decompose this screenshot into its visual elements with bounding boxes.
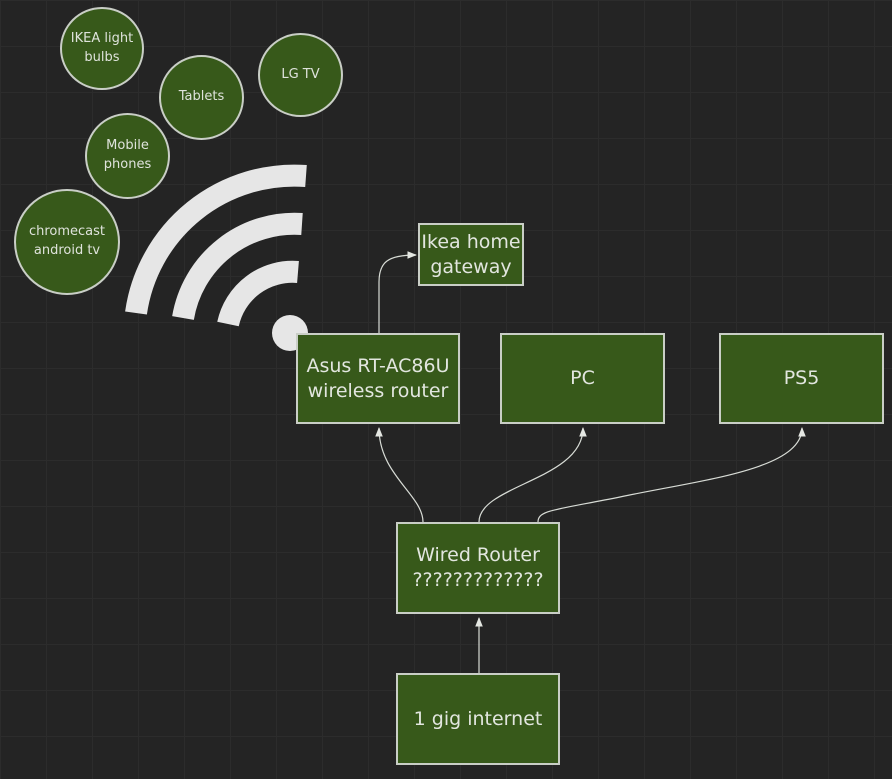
chromecast-android-tv-node[interactable]: chromecast android tv bbox=[14, 189, 120, 295]
link-wired-router-to-asus bbox=[375, 427, 424, 523]
link-wired-router-to-pc bbox=[478, 427, 587, 523]
ps5-node[interactable]: PS5 bbox=[719, 333, 884, 424]
ikea-light-bulbs-node[interactable]: IKEA light bulbs bbox=[60, 7, 144, 90]
wired-router-node[interactable]: Wired Router ????????????? bbox=[396, 522, 560, 614]
link-asus-to-ikea-gateway bbox=[378, 251, 417, 333]
ikea-home-gateway-node[interactable]: Ikea home gateway bbox=[418, 223, 524, 286]
asus-router-node[interactable]: Asus RT-AC86U wireless router bbox=[296, 333, 460, 424]
mobile-phones-node[interactable]: Mobile phones bbox=[85, 113, 170, 199]
tablets-node[interactable]: Tablets bbox=[159, 55, 244, 140]
internet-node[interactable]: 1 gig internet bbox=[396, 673, 560, 765]
link-wired-router-to-ps5 bbox=[537, 427, 806, 523]
pc-node[interactable]: PC bbox=[500, 333, 665, 424]
lg-tv-node[interactable]: LG TV bbox=[258, 33, 343, 117]
